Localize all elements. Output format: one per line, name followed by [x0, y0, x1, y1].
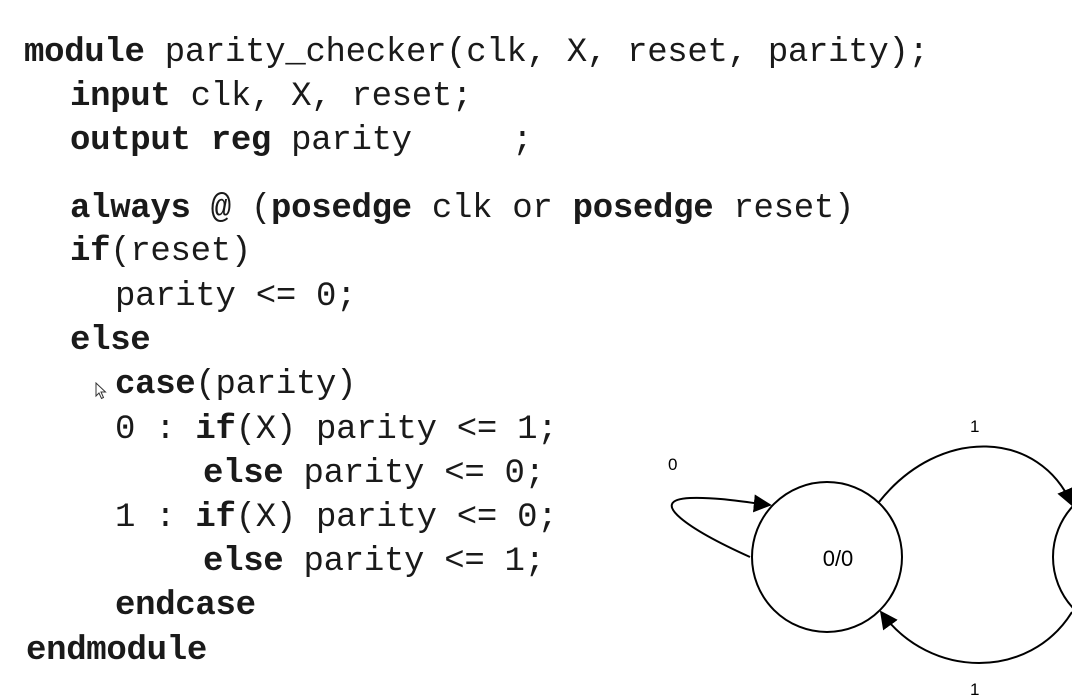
code-keyword: posedge	[271, 190, 412, 228]
code-keyword: posedge	[572, 190, 714, 228]
top-transition-arrow	[878, 445, 1072, 507]
top-transition-label: 1	[970, 417, 979, 436]
code-text: (X) parity <= 0;	[235, 499, 558, 537]
code-line-case-0-else: else parity <= 0;	[203, 454, 545, 494]
code-line-case-1-else: else parity <= 1;	[203, 542, 545, 582]
code-text: (reset)	[110, 233, 251, 271]
code-line-endcase-stmt: endcase	[115, 586, 256, 626]
code-keyword: always	[70, 190, 191, 228]
code-keyword: else	[70, 322, 151, 360]
code-keyword: else	[203, 455, 284, 493]
code-keyword: else	[203, 543, 284, 581]
code-text: parity_checker(clk, X, reset, parity);	[144, 34, 929, 72]
state-circle-1	[1052, 505, 1072, 609]
code-text: reset)	[713, 190, 855, 228]
code-line-else-stmt: else	[70, 321, 151, 361]
code-text: 1 :	[115, 499, 196, 537]
code-line-case-stmt: case(parity)	[115, 365, 357, 405]
code-line-parity-reset: parity <= 0;	[115, 277, 357, 317]
code-keyword: endcase	[115, 587, 256, 625]
state-circle-0	[751, 481, 903, 633]
code-keyword: if	[195, 499, 236, 537]
code-keyword: output reg	[70, 122, 272, 160]
code-keyword: if	[195, 411, 236, 449]
code-text: 0 :	[115, 411, 196, 449]
code-line-input-decl: input clk, X, reset;	[70, 77, 472, 117]
mouse-cursor-icon	[95, 382, 107, 400]
code-text: ;	[411, 122, 533, 160]
code-line-case-1-if: 1 : if(X) parity <= 0;	[115, 498, 558, 538]
code-line-module-decl: module parity_checker(clk, X, reset, par…	[24, 33, 929, 73]
code-text: parity	[271, 122, 412, 160]
code-line-if-reset: if(reset)	[70, 232, 251, 272]
bottom-transition-arrow	[879, 610, 1072, 664]
code-text: clk, X, reset;	[170, 78, 473, 116]
bottom-transition-label: 1	[970, 680, 979, 698]
code-keyword: endmodule	[26, 632, 207, 670]
code-text: parity <= 0;	[115, 278, 357, 316]
self-loop-arrow	[670, 494, 772, 558]
code-line-endmodule-stmt: endmodule	[26, 631, 207, 671]
self-loop-label: 0	[668, 455, 677, 474]
code-text: @ (	[190, 190, 272, 228]
code-text: (parity)	[195, 366, 357, 404]
code-keyword: input	[70, 78, 171, 116]
code-keyword: if	[70, 233, 111, 271]
code-text: parity <= 0;	[283, 455, 546, 493]
code-line-always-stmt: always @ (posedge clk or posedge reset)	[70, 189, 854, 229]
code-keyword: module	[24, 34, 145, 72]
state-label: 0/0	[823, 546, 854, 571]
code-text: (X) parity <= 1;	[235, 411, 558, 449]
code-text: parity <= 1;	[283, 543, 546, 581]
code-keyword: case	[115, 366, 196, 404]
code-text: clk or	[411, 190, 573, 228]
code-line-output-decl: output reg parity ;	[70, 121, 533, 161]
code-line-case-0-if: 0 : if(X) parity <= 1;	[115, 410, 558, 450]
